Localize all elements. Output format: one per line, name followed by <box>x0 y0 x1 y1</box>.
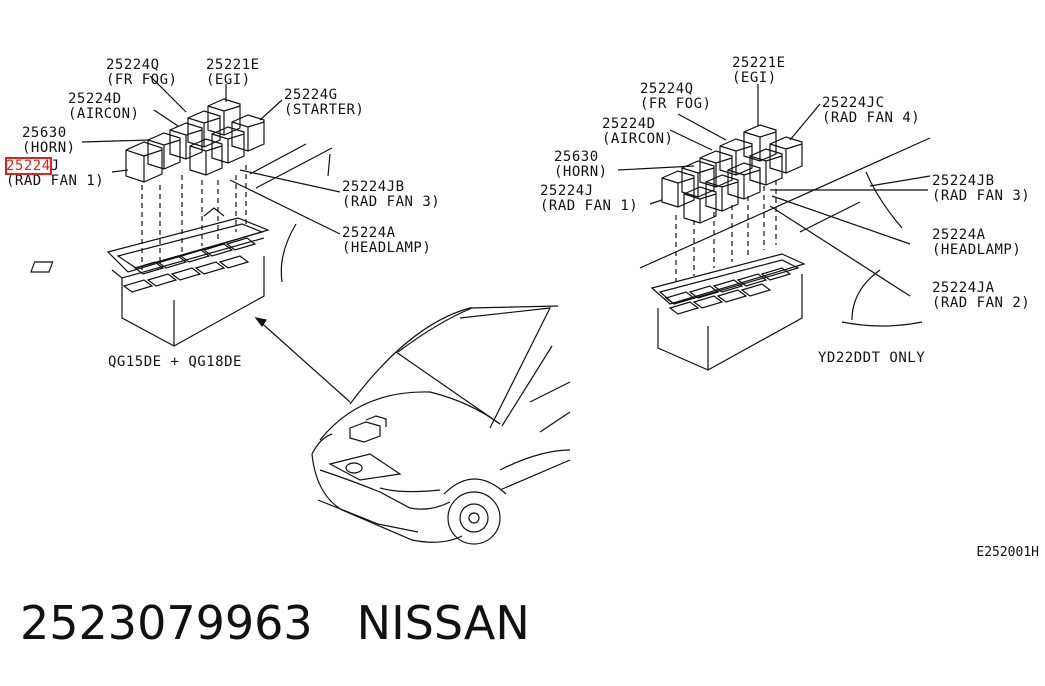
part-number: 25224J <box>540 183 594 199</box>
part-number: 25221E <box>206 57 260 73</box>
right-label-rad-fan-3: 25224JB (RAD FAN 3) <box>932 174 1030 204</box>
part-name: (STARTER) <box>284 102 365 118</box>
part-name: (HORN) <box>554 164 608 180</box>
left-label-starter: 25224G (STARTER) <box>284 88 364 118</box>
left-relay-cluster <box>30 75 341 347</box>
left-label-rad-fan-1[interactable]: 25224J (RAD FAN 1) <box>5 157 105 189</box>
part-number: 25630 <box>554 149 599 165</box>
part-number: 25224Q <box>106 57 160 73</box>
right-label-headlamp: 25224A (HEADLAMP) <box>932 228 1021 258</box>
right-caption: YD22DDT ONLY <box>818 350 926 366</box>
part-name: (AIRCON) <box>68 106 140 122</box>
left-label-fr-fog: 25224Q (FR FOG) <box>106 58 177 88</box>
part-name: (AIRCON) <box>602 131 674 147</box>
left-label-headlamp: 25224A (HEADLAMP) <box>342 226 431 256</box>
part-name: (RAD FAN 2) <box>932 295 1031 311</box>
right-label-fr-fog: 25224Q (FR FOG) <box>640 82 711 112</box>
part-number: 25224D <box>602 116 656 132</box>
part-name: (RAD FAN 3) <box>342 194 441 210</box>
left-caption: QG15DE + QG18DE <box>108 354 242 370</box>
left-label-rad-fan-3: 25224JB (RAD FAN 3) <box>342 180 440 210</box>
left-label-aircon: 25224D (AIRCON) <box>68 92 139 122</box>
right-label-rad-fan-2: 25224JA (RAD FAN 2) <box>932 281 1030 311</box>
left-label-egi: 25221E (EGI) <box>206 58 260 88</box>
car-outline <box>254 305 571 545</box>
footer: 2523079963 NISSAN <box>20 596 574 650</box>
highlighted-part-number[interactable]: 25224 <box>5 157 52 175</box>
part-number: 25224A <box>342 225 396 241</box>
right-label-rad-fan-4: 25224JC (RAD FAN 4) <box>822 96 920 126</box>
part-number: 25630 <box>22 125 67 141</box>
part-number: 25221E <box>732 55 786 71</box>
part-name: (FR FOG) <box>106 72 178 88</box>
part-number-title: 2523079963 <box>20 596 313 650</box>
part-number: 25224JB <box>342 179 405 195</box>
part-name: (RAD FAN 4) <box>822 110 921 126</box>
figure-code: E252001H <box>976 545 1039 560</box>
part-number: 25224A <box>932 227 986 243</box>
part-number: 25224D <box>68 91 122 107</box>
part-name: (RAD FAN 1) <box>540 198 639 214</box>
part-name: (HEADLAMP) <box>342 240 432 256</box>
left-label-horn: 25630 (HORN) <box>22 126 76 156</box>
part-name: (HORN) <box>22 140 76 156</box>
right-label-rad-fan-1: 25224J (RAD FAN 1) <box>540 184 638 214</box>
part-name: (HEADLAMP) <box>932 242 1022 258</box>
brand-name: NISSAN <box>356 596 530 650</box>
part-suffix: J <box>50 158 60 174</box>
part-number[interactable]: 25224J <box>5 157 104 175</box>
right-label-egi: 25221E (EGI) <box>732 56 786 86</box>
part-number: 25224Q <box>640 81 694 97</box>
right-label-horn: 25630 (HORN) <box>554 150 608 180</box>
part-number: 25224JB <box>932 173 995 189</box>
part-name: (RAD FAN 1) <box>6 173 105 189</box>
part-name: (EGI) <box>206 72 251 88</box>
part-name: (FR FOG) <box>640 96 712 112</box>
part-name: (RAD FAN 3) <box>932 188 1031 204</box>
part-number: 25224JA <box>932 280 995 296</box>
part-number: 25224JC <box>822 95 885 111</box>
part-name: (EGI) <box>732 70 777 86</box>
part-number: 25224G <box>284 87 338 103</box>
right-label-aircon: 25224D (AIRCON) <box>602 117 673 147</box>
right-relay-cluster <box>617 84 931 371</box>
